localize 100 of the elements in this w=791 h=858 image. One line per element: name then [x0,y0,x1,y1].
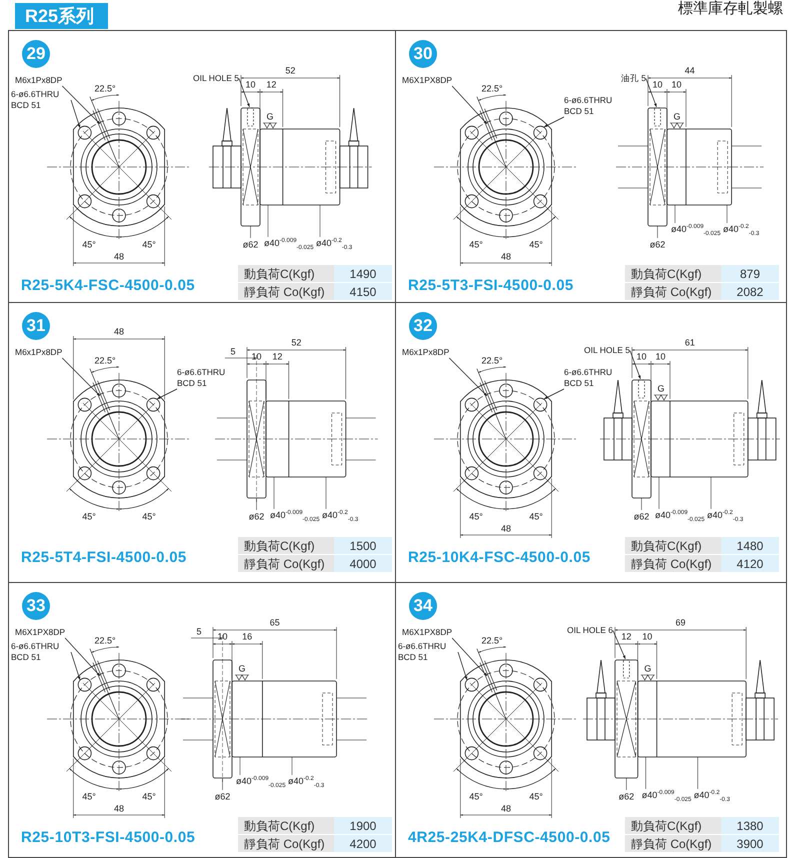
dimension-label: ø62 [248,512,264,522]
number-badge: 29 [22,40,50,68]
callout-text: 6-ø6.6THRU BCD 51 [564,367,614,389]
table-cell: 動負荷C(Kgf) [238,537,334,555]
dimension-label: 10 [246,80,256,90]
dimension-label: 10 [652,80,662,90]
callout-text: M6X1PX8DP [402,627,452,638]
dimension-label: 52 [291,338,302,348]
leader-line [612,630,626,660]
table-cell: 879 [721,265,779,283]
number-badge: 32 [409,312,437,340]
dimension-label: 45° [469,512,483,522]
dimension-label: 45° [82,512,96,522]
dimension-label: 48 [114,252,124,262]
dimension-label: 48 [501,804,511,814]
dimension-label: 10 [642,632,652,642]
dimension-label: 45° [529,240,543,250]
dimension-label: G [266,112,274,122]
callout-text: 6-ø6.6THRU BCD 51 [564,95,614,117]
product-panel [395,582,787,858]
dimension-label: 12 [621,632,632,642]
dimension-label: ø62 [214,792,230,802]
table-cell: 1490 [334,265,392,283]
dimension-label: 12 [272,352,282,362]
part-number: R25-5K4-FSC-4500-0.05 [21,277,195,294]
table-cell: 動負荷C(Kgf) [238,265,334,283]
table-cell: 靜負荷 Co(Kgf) [625,835,721,853]
dimension-label: 45° [142,792,156,802]
series-tab: R25系列 [15,3,108,29]
dimension-label: 69 [676,618,686,628]
callout-text: M6x1Px8DP [402,347,450,358]
table-cell: 動負荷C(Kgf) [625,537,721,555]
dimension-label: 10 [252,352,262,362]
callout-text: M6X1PX8DP [402,75,452,86]
table-cell: 動負荷C(Kgf) [625,265,721,283]
table-cell: 靜負荷 Co(Kgf) [625,555,721,573]
leader-line [458,652,468,680]
leader-line [64,638,100,676]
table-cell: 1380 [721,817,779,835]
callout-text: 6-ø6.6THRU BCD 51 [11,89,71,111]
callout-text: 6-ø6.6THRU BCD 51 [177,367,227,389]
table-cell: 動負荷C(Kgf) [238,817,334,835]
dimension-label: ø62 [634,512,650,522]
dimension-label: G [644,664,652,674]
callout-text: OIL HOLE 5 [193,73,239,84]
table-cell: 2082 [721,283,779,301]
dimension-label: 22.5° [481,84,503,94]
dimension-label: 52 [285,66,296,76]
table-cell: 3900 [721,835,779,853]
table-cell: 4000 [334,555,392,573]
dimension-label: 10 [656,352,666,362]
header-title: 標準庫存軋製螺 [678,0,783,18]
dimension-label: 48 [501,252,511,262]
dimension-label: 22.5° [94,636,116,646]
part-number: R25-5T4-FSI-4500-0.05 [21,549,187,566]
leader-line [646,78,657,108]
dimension-label: 48 [114,326,124,338]
leader-line [70,652,80,680]
product-panel [8,30,396,303]
leader-line [544,388,564,400]
callout-text: 油孔 5 [620,73,646,84]
leader-line [544,116,564,128]
part-number: 4R25-25K4-DFSC-4500-0.05 [408,829,610,846]
dimension-label: ø62 [650,240,666,250]
dimension-label: 22.5° [481,636,503,646]
dimension-label: 65 [270,618,280,628]
product-panel [8,582,396,858]
dimension-label: 45° [142,512,156,522]
leader-line [62,86,100,124]
callout-text: 6-ø6.6THRU BCD 51 [11,641,71,663]
dimension-label: 48 [114,804,124,814]
table-cell: 1480 [721,537,779,555]
number-badge: 34 [409,592,437,620]
table-cell: 4200 [334,835,392,853]
dimension-label: 5 [230,346,236,358]
table-cell: 靜負荷 Co(Kgf) [238,283,334,301]
part-number: R25-10T3-FSI-4500-0.05 [21,829,196,846]
callout-text: OIL HOLE 5 [584,345,630,356]
dimension-label: 10 [218,632,228,642]
callout-text: 6-ø6.6THRU BCD 51 [398,641,458,663]
dimension-label: 10 [672,80,682,90]
dimension-label: 22.5° [481,356,503,366]
callout-text: M6x1Px8DP [15,347,62,358]
callout-text: OIL HOLE 6 [567,625,613,636]
dimension-label: ø62 [242,240,258,250]
dimension-label: 45° [82,240,96,250]
table-cell: 1900 [334,817,392,835]
table-cell: 4150 [334,283,392,301]
dimension-label: G [658,384,664,394]
dimension-label: 45° [469,792,483,802]
leader-line [452,638,488,676]
callout-text: M6x1Px8DP [15,75,62,86]
table-cell: 1500 [334,537,392,555]
part-number: R25-5T3-FSI-4500-0.05 [408,277,574,294]
dimension-label: G [674,112,680,122]
dimension-label: 5 [196,626,202,638]
dimension-label: 22.5° [94,84,116,94]
leader-line [452,86,488,124]
dimension-label: 45° [469,240,483,250]
dimension-label: 45° [529,792,543,802]
